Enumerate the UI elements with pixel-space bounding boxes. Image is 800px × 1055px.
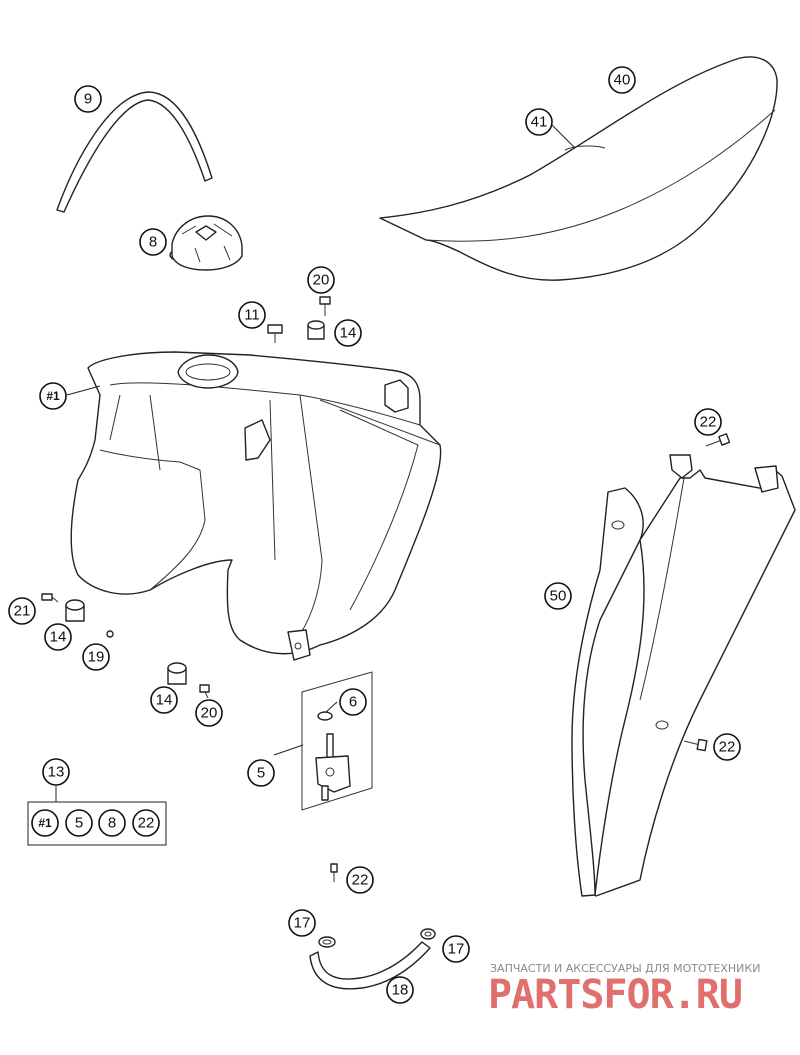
callout-11: 11 xyxy=(238,301,266,329)
svg-text:41: 41 xyxy=(531,114,548,131)
callout-21: 21 xyxy=(8,597,36,625)
svg-text:5: 5 xyxy=(257,765,265,782)
svg-text:6: 6 xyxy=(349,694,357,711)
callout-50: 50 xyxy=(544,582,572,610)
svg-text:5: 5 xyxy=(75,815,83,832)
svg-text:#1: #1 xyxy=(46,389,60,403)
callout-17: 17 xyxy=(442,935,470,963)
bushing-part xyxy=(167,662,187,685)
screw-part xyxy=(705,433,731,447)
callout-5: 5 xyxy=(247,759,275,787)
screw-part xyxy=(330,863,338,882)
callout-6: 6 xyxy=(339,688,367,716)
callout-22: 22 xyxy=(694,408,722,436)
callout-18: 18 xyxy=(386,976,414,1004)
callout-40: 40 xyxy=(608,66,636,94)
svg-text:14: 14 xyxy=(50,629,67,646)
bolt-part xyxy=(41,593,59,603)
svg-text:8: 8 xyxy=(108,815,116,832)
svg-text:8: 8 xyxy=(149,234,157,251)
svg-text:17: 17 xyxy=(294,915,311,932)
leader-lines xyxy=(27,124,576,846)
svg-text:20: 20 xyxy=(201,705,218,722)
callout-20: 20 xyxy=(195,699,223,727)
bushing-part xyxy=(307,320,325,340)
side-cover-part xyxy=(571,454,796,897)
svg-text:40: 40 xyxy=(614,72,631,89)
callout-19: 19 xyxy=(82,643,110,671)
fuel-tank-part xyxy=(70,351,442,661)
washer-part xyxy=(106,630,114,638)
callout-17: 17 xyxy=(288,909,316,937)
svg-text:14: 14 xyxy=(156,692,173,709)
callout-22: 22 xyxy=(346,866,374,894)
fuel-hose-part xyxy=(309,941,431,990)
svg-text:21: 21 xyxy=(14,603,31,620)
callout-9: 9 xyxy=(74,85,102,113)
svg-text:50: 50 xyxy=(550,588,567,605)
svg-text:22: 22 xyxy=(352,872,369,889)
callout-14: 14 xyxy=(44,623,72,651)
callout-22: 22 xyxy=(713,733,741,761)
callout-14: 14 xyxy=(334,319,362,347)
callout-13: 13 xyxy=(42,758,70,786)
svg-text:14: 14 xyxy=(340,325,357,342)
bushing-part xyxy=(65,599,85,622)
watermark-brand: PARTSFOR.RU xyxy=(488,972,742,1018)
fuel-tap-part xyxy=(301,671,373,811)
bolt-part xyxy=(267,324,283,343)
hose-clamp-part xyxy=(420,928,436,940)
svg-text:19: 19 xyxy=(88,649,105,666)
svg-text:13: 13 xyxy=(48,764,65,781)
bolt-part xyxy=(199,684,210,699)
svg-text:#1: #1 xyxy=(38,816,52,830)
svg-text:9: 9 xyxy=(84,91,92,108)
svg-text:22: 22 xyxy=(138,815,155,832)
svg-text:18: 18 xyxy=(392,982,409,999)
kit-box: #1 5 8 22 xyxy=(31,809,160,837)
callout-8: 8 xyxy=(139,228,167,256)
hose-clamp-part xyxy=(318,936,336,948)
callout-14: 14 xyxy=(150,686,178,714)
svg-text:11: 11 xyxy=(244,307,260,324)
screw-part xyxy=(683,738,708,752)
callout-41: 41 xyxy=(525,108,553,136)
callout-20: 20 xyxy=(307,266,335,294)
svg-text:22: 22 xyxy=(700,414,717,431)
bolt-part xyxy=(319,296,331,316)
seat-part xyxy=(379,56,778,281)
watermark-caption: ЗАПЧАСТИ И АКСЕССУАРЫ ДЛЯ МОТОТЕХНИКИ xyxy=(490,962,760,975)
svg-text:22: 22 xyxy=(719,739,736,756)
watermark: ЗАПЧАСТИ И АКСЕССУАРЫ ДЛЯ МОТОТЕХНИКИ PA… xyxy=(488,962,760,1018)
callout-1: #1 xyxy=(39,382,67,410)
fuel-cap-part xyxy=(169,215,243,271)
svg-text:17: 17 xyxy=(448,941,465,958)
breather-hose-part xyxy=(56,91,213,213)
svg-text:20: 20 xyxy=(313,272,330,289)
